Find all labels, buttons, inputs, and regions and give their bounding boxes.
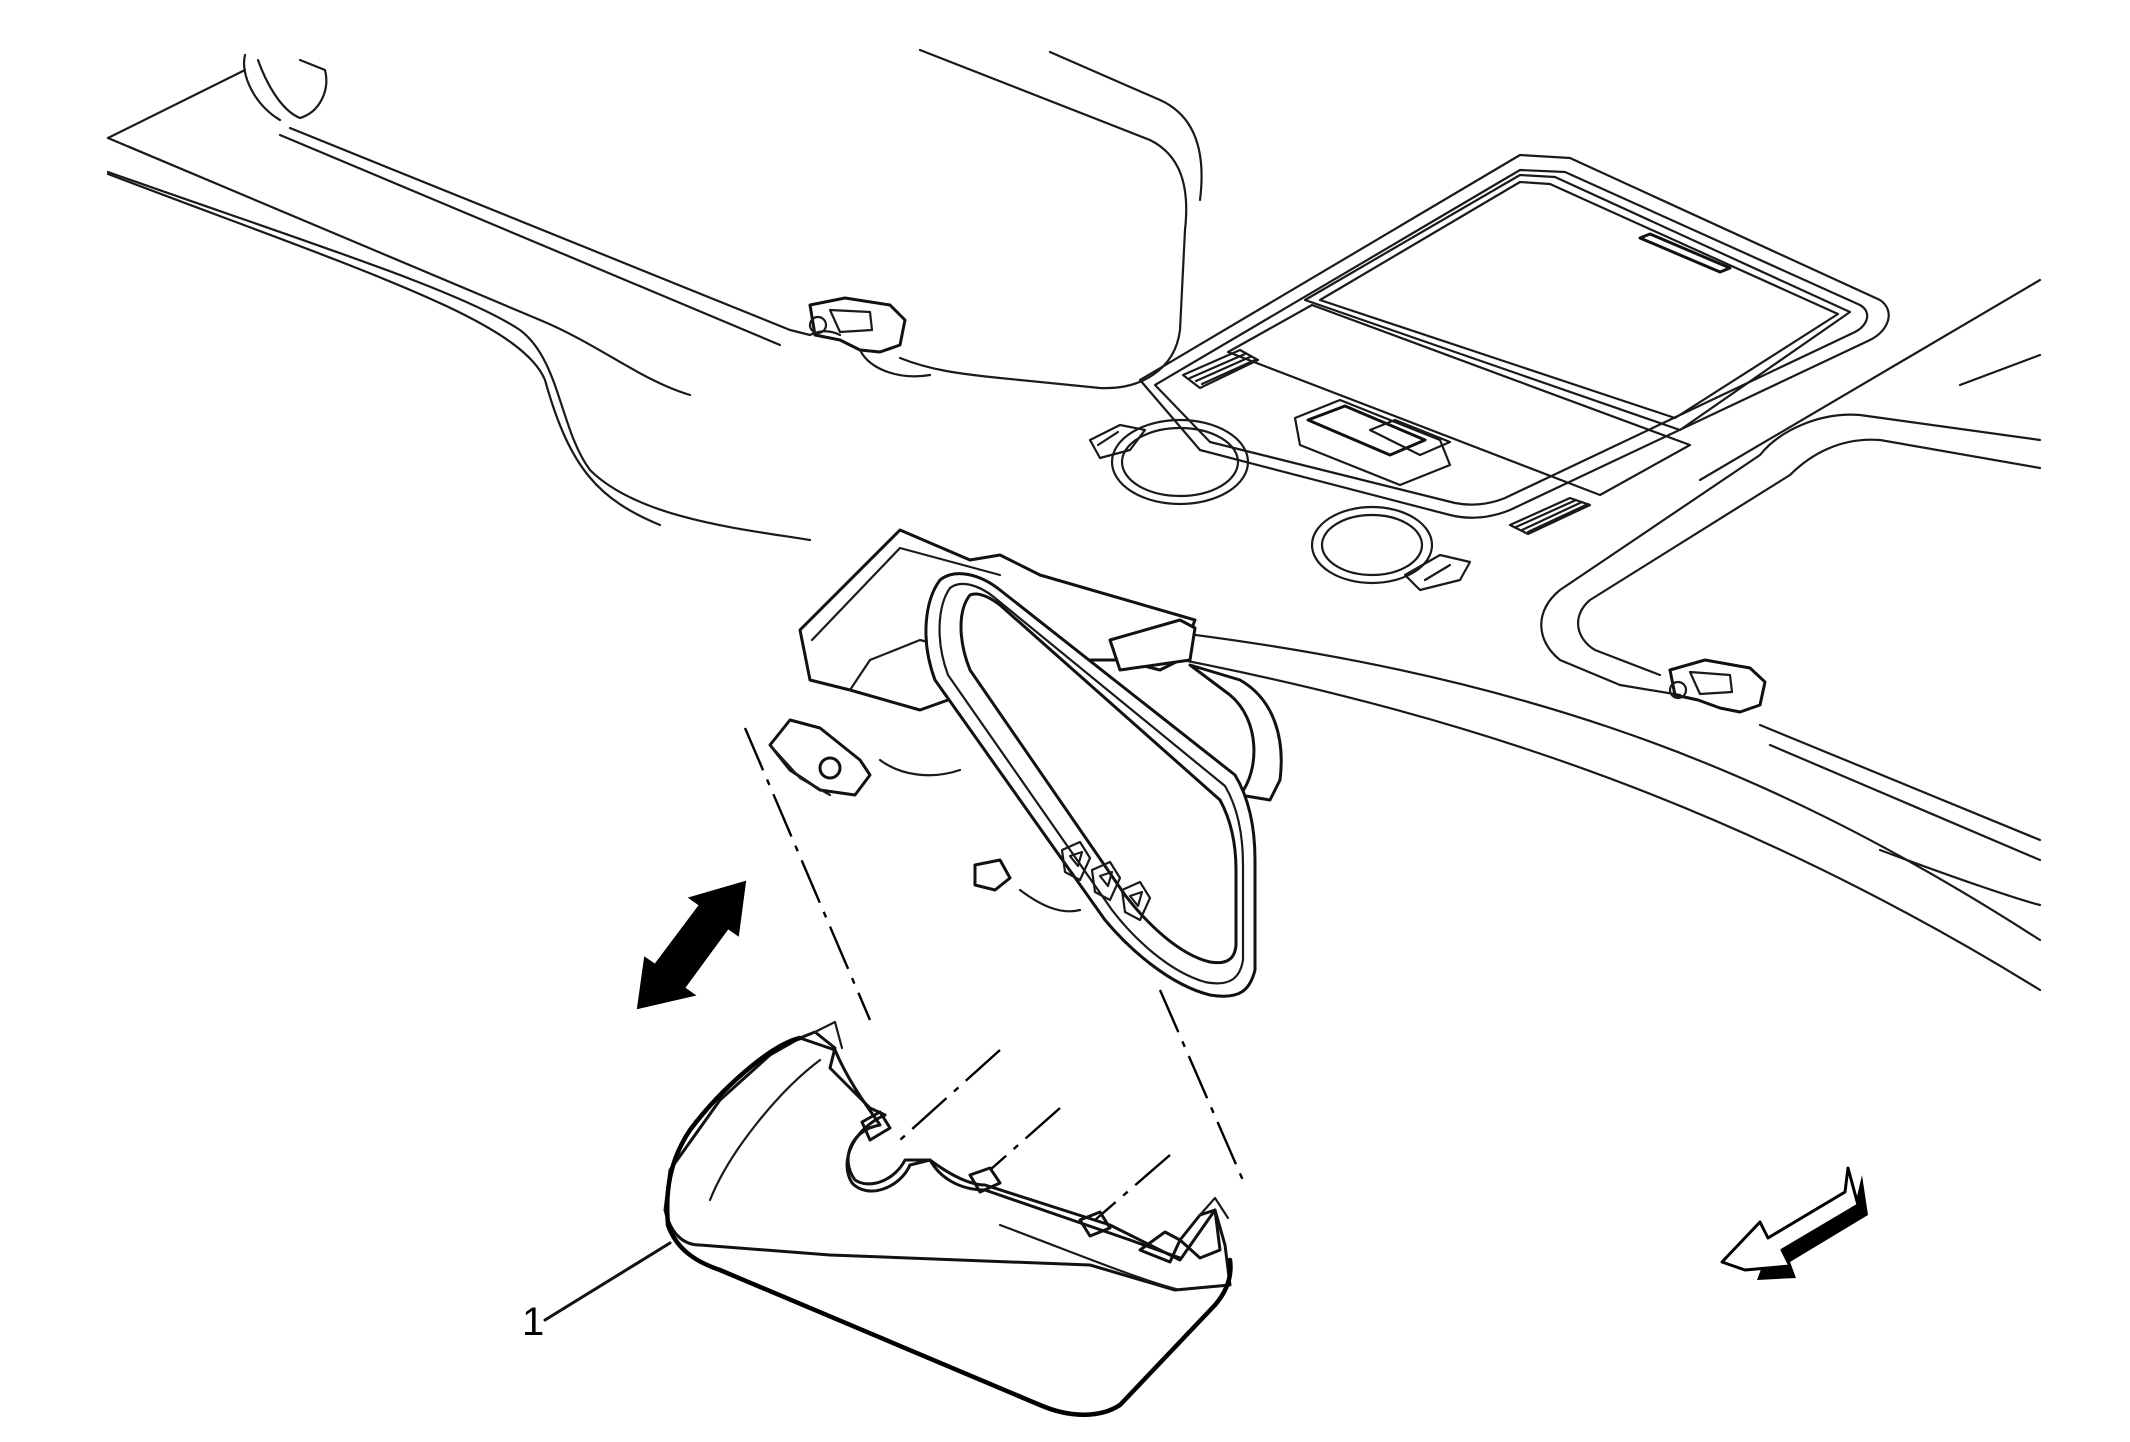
alignment-lines [743,727,1247,1221]
callout-1: 1 [522,1241,672,1344]
rearview-mirror [924,572,1257,998]
right-reading-lamp [1310,505,1472,592]
headliner [106,68,2042,992]
right-visor-recess [1540,413,2042,862]
mirror-buttons [1060,840,1152,922]
left-reading-lamp [1088,418,1250,506]
view-direction-arrow-icon [1720,1166,1868,1280]
mirror-cover [663,1020,1233,1417]
left-vent-grille [1181,348,1260,390]
console-switch [1293,398,1452,487]
double-headed-arrow-icon [636,880,747,1010]
callout-label: 1 [522,1300,544,1344]
overhead-console [1088,153,1890,592]
right-vent-grille [1508,496,1592,536]
left-visor-recess [242,48,1203,390]
